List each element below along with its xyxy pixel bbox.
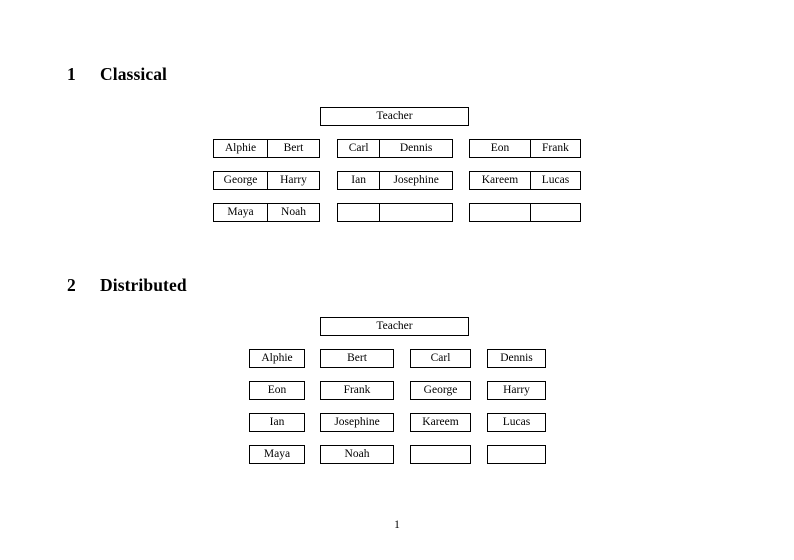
classical-row: Eon Frank: [469, 139, 581, 158]
empty-box: [487, 445, 546, 464]
classical-row: Carl Dennis: [337, 139, 453, 158]
student-box: Bert: [320, 349, 394, 368]
empty-box: [410, 445, 471, 464]
section-number: 2: [67, 275, 76, 295]
classical-row: Maya Noah: [213, 203, 320, 222]
student-cell: Carl: [348, 142, 369, 154]
student-box: Carl: [410, 349, 471, 368]
empty-cell: [338, 204, 379, 221]
empty-cell: [470, 204, 530, 221]
student-cell: Josephine: [379, 172, 452, 189]
student-cell: Maya: [227, 206, 254, 218]
classical-row: Alphie Bert: [213, 139, 320, 158]
student-box: Lucas: [487, 413, 546, 432]
classical-row: [337, 203, 453, 222]
section-heading-distributed: 2 Distributed: [67, 275, 187, 295]
student-box: Harry: [487, 381, 546, 400]
section-title: Classical: [100, 64, 168, 84]
student-box: Dennis: [487, 349, 546, 368]
student-box: Maya: [249, 445, 305, 464]
section-number: 1: [67, 64, 76, 84]
student-box: Noah: [320, 445, 394, 464]
student-cell: Ian: [351, 174, 366, 186]
teacher-box-classical: Teacher: [320, 107, 469, 126]
student-box: George: [410, 381, 471, 400]
student-box: Frank: [320, 381, 394, 400]
classical-row: [469, 203, 581, 222]
section-title: Distributed: [100, 275, 187, 295]
student-box: Alphie: [249, 349, 305, 368]
empty-cell: [379, 204, 452, 221]
student-box: Ian: [249, 413, 305, 432]
student-cell: Harry: [266, 172, 319, 189]
student-box: Josephine: [320, 413, 394, 432]
student-cell: Alphie: [224, 142, 257, 154]
classical-row: Kareem Lucas: [469, 171, 581, 190]
student-cell: Noah: [266, 204, 319, 221]
section-heading-classical: 1 Classical: [67, 64, 168, 84]
student-cell: Dennis: [379, 140, 452, 157]
student-cell: Frank: [529, 140, 580, 157]
student-cell: George: [223, 174, 258, 186]
classical-row: George Harry: [213, 171, 320, 190]
student-cell: Bert: [266, 140, 319, 157]
empty-cell: [529, 204, 580, 221]
classical-row: Ian Josephine: [337, 171, 453, 190]
student-box: Eon: [249, 381, 305, 400]
teacher-box-distributed: Teacher: [320, 317, 469, 336]
student-box: Kareem: [410, 413, 471, 432]
page-number: 1: [394, 519, 400, 531]
student-cell: Lucas: [529, 172, 580, 189]
student-cell: Eon: [490, 142, 510, 154]
student-cell: Kareem: [481, 174, 519, 186]
